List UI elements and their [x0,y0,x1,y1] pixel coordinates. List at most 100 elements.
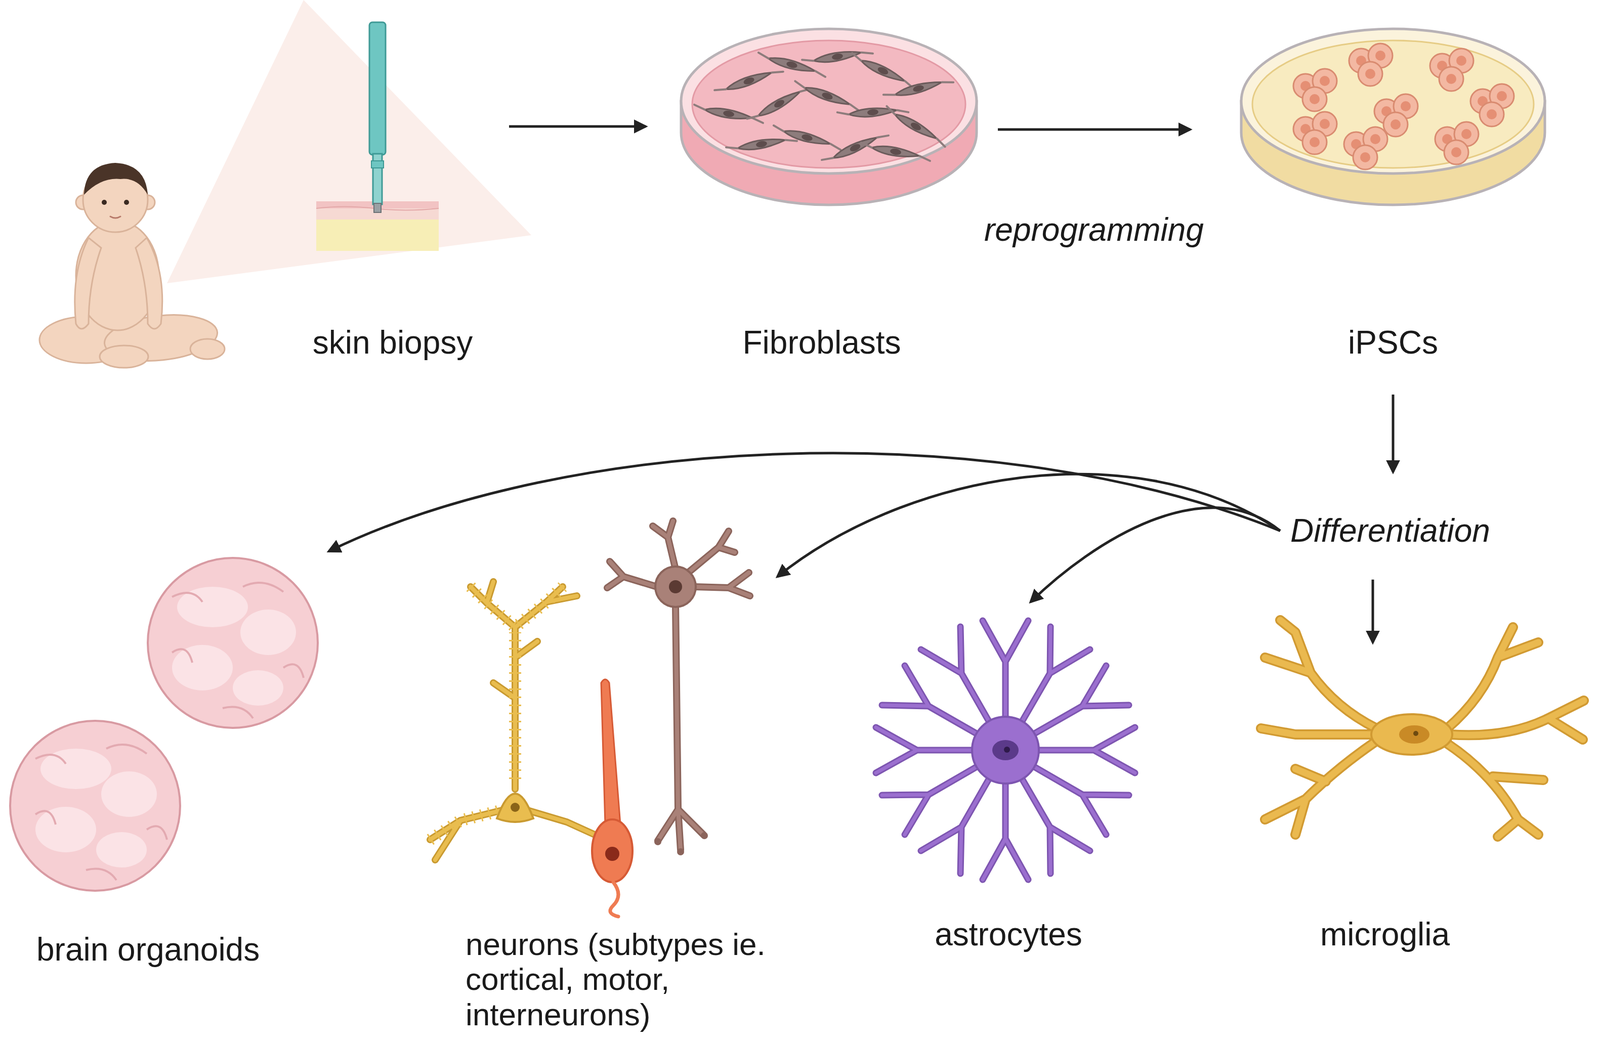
neuron-panel: neurons (subtypes ie. cortical, motor, i… [455,581,830,1035]
ipsc-dish [1241,28,1545,174]
fibroblast-dish [756,51,827,78]
astrocyte-cell [992,740,1019,761]
caption-text: brain organoids [36,930,260,970]
fibroblast-dish [882,105,949,148]
caption-text: skin biopsy [312,323,474,363]
ipsc-dish [1429,48,1474,92]
baby-figure [190,339,225,360]
baby-figure [110,216,121,219]
pyramidal-neuron [430,581,595,861]
dish-panel: iPSCs [1197,10,1589,365]
flow-arrow [328,453,1281,552]
pyramidal-neuron [430,586,563,840]
step-label: Differentiation [1290,511,1491,551]
microglia-cell [1371,714,1453,755]
organoid-blob [10,558,318,892]
organoid-blob [35,807,97,853]
astrocyte-cell [875,620,1135,880]
fibroblast-dish [849,52,917,90]
brown-neuron [607,521,750,856]
fibroblast-dish [746,82,812,125]
astrocyte-panel: astrocytes [850,607,1167,957]
ipsc-dish [1343,127,1388,170]
fibroblast-dish [771,124,842,151]
organoid-blob [232,670,284,706]
brown-neuron [700,832,708,840]
caption-text: neurons (subtypes ie. cortical, motor, i… [465,927,820,1033]
flow-arrow [1030,508,1281,603]
baby-figure [74,237,102,329]
fibroblast-dish [692,40,966,168]
brown-neuron [655,566,696,608]
orange-neuron [601,679,621,825]
skin-layers [316,219,439,251]
dish-panel: Fibroblasts [652,10,991,365]
ipsc-dish [1293,111,1337,155]
biopsy-punch [371,160,384,168]
orange-neuron [592,819,633,883]
fibroblast-dish [681,28,977,174]
caption-text: Fibroblasts [742,323,902,363]
microglia-cell [1399,725,1430,744]
baby-figure [99,345,149,368]
brown-neuron [677,848,685,856]
fibroblast-dish [860,141,932,162]
astrocyte-cell [875,620,1135,880]
fibroblast-dish [882,75,954,102]
flow-arrow [777,474,1281,577]
step-label: Differentiation [1284,507,1497,555]
fibroblast-dish [802,46,874,67]
astrocyte-cell [875,620,1135,880]
biopsy-panel: skin biopsy [283,10,502,365]
skin-layers [316,201,439,251]
microglia-panel: microglia [1181,647,1589,957]
microglia-cell [1260,620,1584,837]
baby-figure [123,199,130,205]
organoid-blob [10,721,181,892]
flow-arrow [509,125,646,129]
organoid-blob [147,558,318,729]
microglia-cell [1260,620,1584,837]
astrocyte-cell [972,717,1039,784]
biopsy-punch [369,22,386,155]
organoid-blob [35,744,167,881]
pyramidal-neuron [430,581,595,861]
baby-figure [135,237,163,329]
organoid-blob [101,771,157,818]
ipsc-dish [1252,40,1534,168]
fibroblast-dish [693,103,765,124]
organoid-blob [172,582,304,719]
biopsy-punch [373,203,382,213]
organoid-blob [240,609,297,656]
fibroblast-dish [713,65,784,98]
caption-text: astrocytes [934,915,1083,955]
caption-text: iPSCs [1348,323,1439,363]
biopsy-punch [369,22,386,213]
brown-neuron [654,838,662,846]
astrocyte-cell [1003,746,1010,753]
fibroblast-dish [726,134,798,155]
microglia-cell [1260,620,1584,837]
organoid-blob [172,645,233,691]
caption-text: microglia [1320,915,1450,955]
fibroblast-dish [681,28,977,205]
organoid-panel: brain organoids [9,556,334,972]
pyramidal-neuron [496,793,534,823]
organoid-blob [96,832,147,868]
ipsc-dish [1349,43,1393,87]
orange-neuron [610,882,619,917]
microglia-cell [1413,731,1419,737]
fibroblast-dish [792,80,862,113]
flow-arrow [997,128,1191,132]
baby-figure [83,162,148,195]
brown-neuron [607,521,750,851]
orange-neuron [592,679,633,917]
ipsc-dish [1293,68,1337,112]
brown-neuron [607,521,750,851]
zoom-cone [166,0,532,284]
flow-arrow [1392,394,1395,473]
brown-neuron [668,580,683,594]
pyramidal-neuron [430,581,595,861]
zoom-cone [166,0,532,284]
